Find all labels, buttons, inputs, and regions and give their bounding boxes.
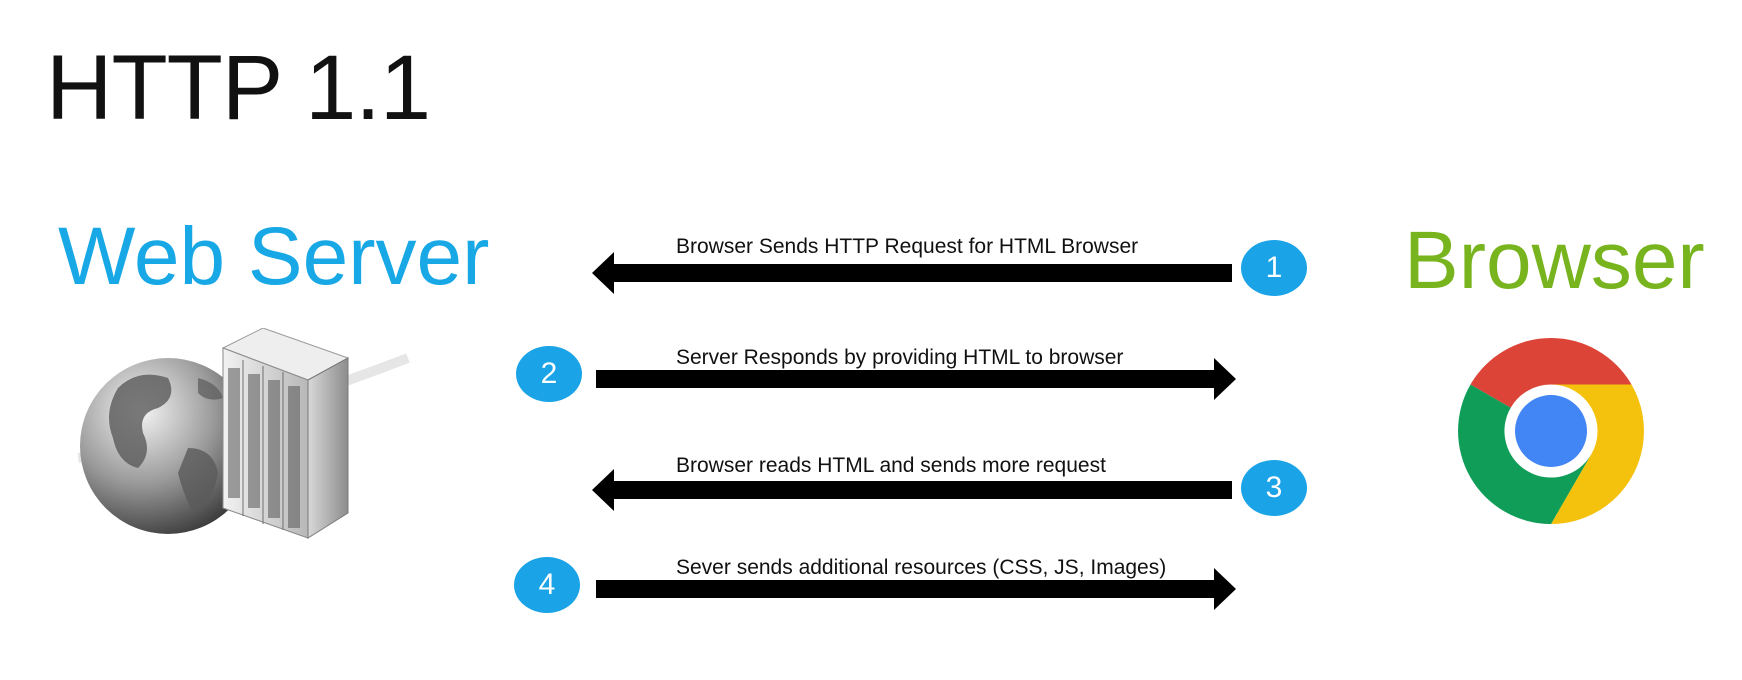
- step-1-badge: 1: [1241, 240, 1307, 296]
- step-3-badge: 3: [1241, 460, 1307, 516]
- web-server-label: Web Server: [58, 211, 490, 302]
- chrome-logo-icon: [1458, 338, 1644, 524]
- step-1-label: Browser Sends HTTP Request for HTML Brow…: [676, 235, 1139, 258]
- step-4-label: Sever sends additional resources (CSS, J…: [676, 556, 1167, 579]
- browser-label: Browser: [1404, 215, 1705, 306]
- step-1-arrow: [592, 252, 1232, 294]
- slide-title: HTTP 1.1: [46, 37, 431, 139]
- step-4-arrow: [596, 568, 1236, 610]
- step-3-arrow: [592, 469, 1232, 511]
- step-2-arrow: [596, 358, 1236, 400]
- step-3-label: Browser reads HTML and sends more reques…: [676, 454, 1106, 477]
- step-4-badge: 4: [514, 557, 580, 613]
- globe-server-icon: [78, 328, 410, 539]
- step-2-badge: 2: [516, 346, 582, 402]
- step-2-label: Server Responds by providing HTML to bro…: [676, 346, 1124, 369]
